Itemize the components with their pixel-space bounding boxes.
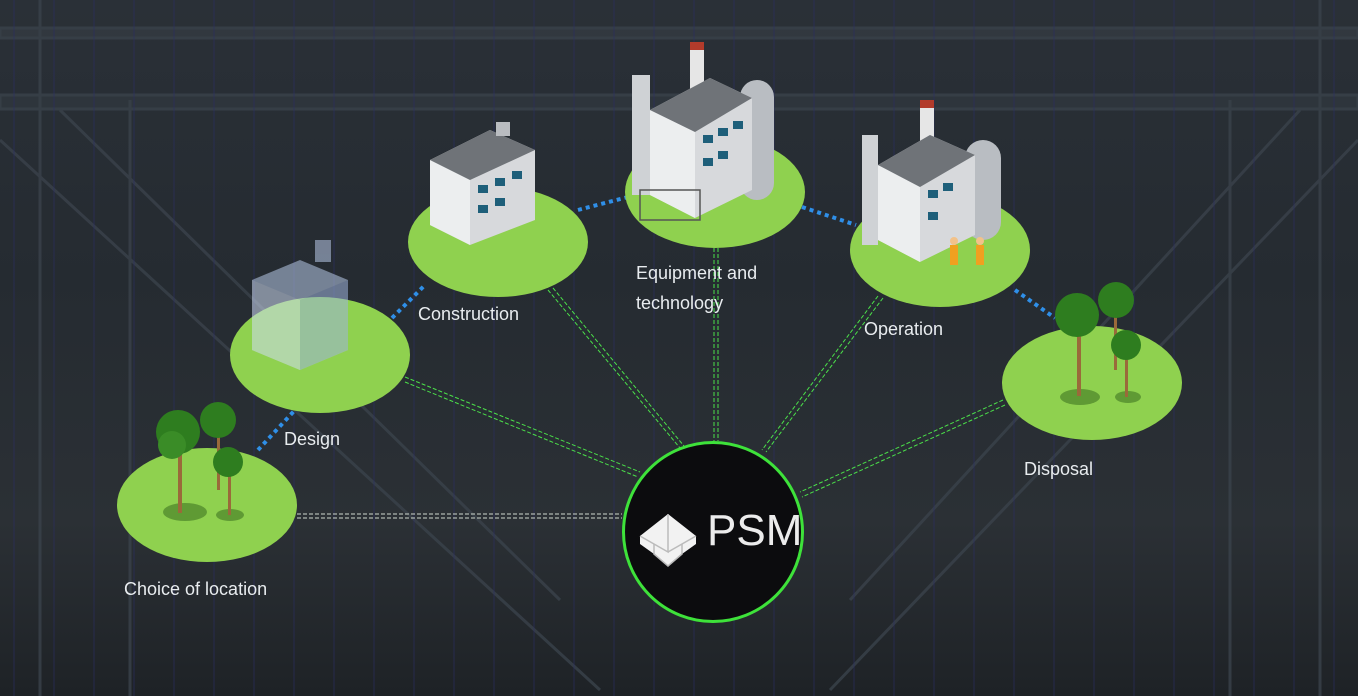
trees-icon: [156, 402, 244, 521]
trees-icon: [1055, 282, 1141, 405]
stage-disposal[interactable]: [1002, 326, 1182, 440]
connector-choice-design: [256, 408, 297, 452]
spoke-equipment: [713, 248, 719, 441]
connector-construction-equipment: [577, 195, 629, 212]
label-equipment-line2: technology: [636, 293, 724, 313]
factory-icon: [632, 42, 774, 221]
label-construction: Construction: [418, 304, 520, 324]
connector-operation-disposal: [1013, 288, 1057, 320]
stage-choice-of-location[interactable]: [117, 448, 297, 562]
building-icon: [430, 122, 535, 245]
psm-cube-logo-icon: [639, 514, 697, 567]
label-operation: Operation: [864, 319, 944, 339]
factory-workers-icon: [862, 100, 1001, 265]
spoke-design: [404, 376, 641, 478]
psm-center-node[interactable]: PSM: [622, 441, 804, 623]
spoke-operation: [761, 295, 884, 453]
blueprint-building-icon: [252, 240, 348, 370]
label-choice-of-location: Choice of location: [124, 579, 268, 599]
psm-title: PSM: [707, 506, 803, 555]
spoke-construction: [547, 287, 685, 449]
spoke-choice: [297, 513, 622, 519]
connector-equipment-operation: [801, 205, 857, 227]
label-design: Design: [284, 429, 341, 449]
spoke-disposal: [799, 399, 1006, 498]
label-equipment-line1: Equipment and: [636, 263, 758, 283]
label-disposal: Disposal: [1024, 459, 1094, 479]
